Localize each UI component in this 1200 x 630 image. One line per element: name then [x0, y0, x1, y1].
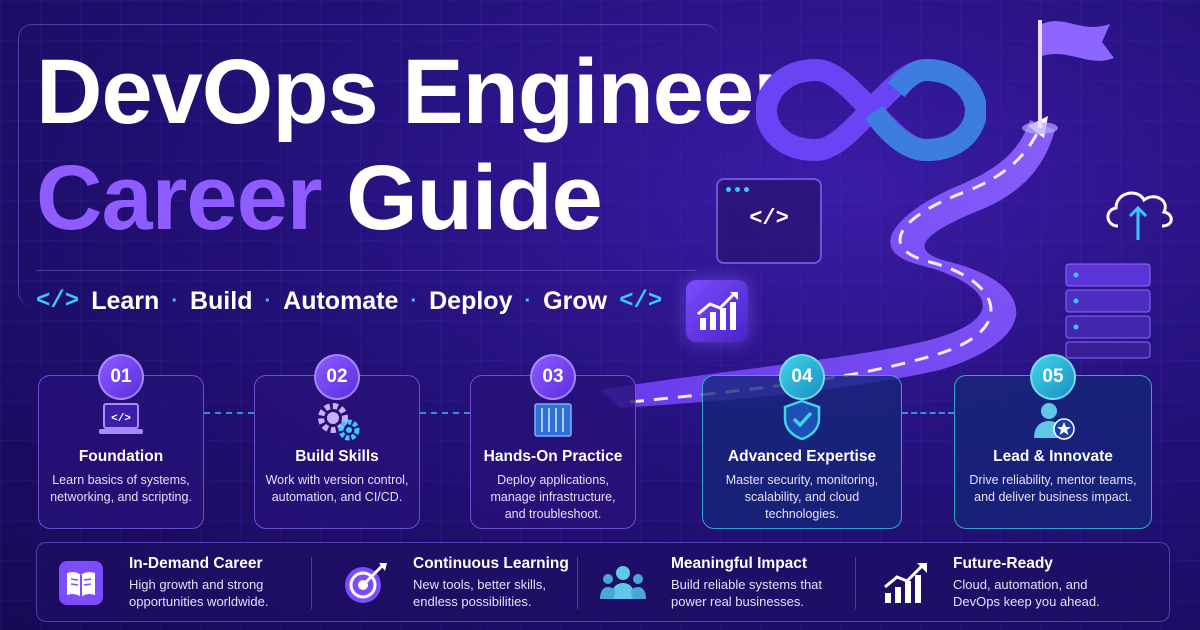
- svg-text:</>: </>: [111, 413, 131, 425]
- step-title: Foundation: [78, 448, 164, 465]
- step-connector: [420, 412, 470, 414]
- server-rack-icon: [1065, 263, 1151, 359]
- benefit-title: Continuous Learning: [413, 555, 569, 572]
- step-card-hands-on-practice: 03 Hands-On Practice Deploy applications…: [470, 354, 636, 529]
- tagline-item: Learn: [91, 286, 160, 315]
- step-title: Lead & Innovate: [993, 448, 1113, 465]
- tagline-separator: ·: [264, 289, 272, 312]
- cloud-upload-icon: [1106, 191, 1173, 240]
- benefits-banner: In-Demand Career High growth and strong …: [36, 542, 1170, 622]
- benefit-title: In-Demand Career: [129, 555, 263, 572]
- benefit-description: High growth and strong opportunities wor…: [129, 577, 269, 609]
- trend-up-icon: [884, 563, 927, 603]
- benefit-divider: [855, 557, 856, 609]
- tagline: </> Learn · Build · Automate · Deploy · …: [36, 284, 662, 318]
- tagline-separator: ·: [524, 289, 532, 312]
- step-connector: [204, 412, 254, 414]
- benefit-meaningful-impact: Meaningful Impact Build reliable systems…: [599, 543, 879, 623]
- growth-chart-icon: [686, 280, 748, 342]
- benefit-in-demand-career: In-Demand Career High growth and strong …: [57, 543, 317, 623]
- step-number-badge: 02: [314, 354, 360, 400]
- step-description: Work with version control, automation, a…: [265, 473, 409, 504]
- page-title-line1: DevOps Engineer: [36, 41, 789, 143]
- step-title: Build Skills: [295, 448, 379, 465]
- step-number-badge: 01: [98, 354, 144, 400]
- tagline-item: Grow: [543, 286, 608, 315]
- title-divider: [36, 270, 696, 271]
- step-card-foundation: 01 </> Foundation Learn basics of system…: [38, 354, 204, 529]
- page-title-line2: Career Guide: [36, 146, 603, 251]
- benefit-title: Meaningful Impact: [671, 555, 808, 572]
- window-dots: [726, 187, 749, 192]
- step-card-lead-and-innovate: 05 Lead & Innovate Drive reliability, me…: [954, 354, 1152, 529]
- benefit-title: Future-Ready: [953, 555, 1053, 572]
- tagline-item: Deploy: [429, 286, 513, 315]
- benefit-description: New tools, better skills, endless possib…: [413, 577, 546, 609]
- shield-check-icon: [783, 399, 821, 441]
- step-description: Master security, monitoring, scalability…: [725, 473, 879, 521]
- infinity-icon: [756, 58, 986, 162]
- step-card-advanced-expertise: 04 Advanced Expertise Master security, m…: [702, 354, 902, 529]
- tagline-item: Automate: [283, 286, 399, 315]
- code-glyph: </>: [749, 206, 789, 231]
- benefit-divider: [577, 557, 578, 609]
- container-icon: [534, 403, 572, 437]
- flag-icon: [1022, 20, 1114, 134]
- laptop-code-icon: </>: [99, 403, 143, 434]
- benefit-divider: [311, 557, 312, 609]
- tagline-separator: ·: [171, 289, 178, 312]
- step-number-badge: 04: [779, 354, 825, 400]
- benefit-future-ready: Future-Ready Cloud, automation, and DevO…: [881, 543, 1161, 623]
- code-window-icon: </>: [716, 178, 822, 264]
- step-description: Learn basics of systems, networking, and…: [50, 473, 192, 504]
- benefit-description: Build reliable systems that power real b…: [671, 577, 823, 609]
- leader-star-icon: [1034, 403, 1075, 440]
- tagline-item: Build: [189, 286, 253, 315]
- step-number-badge: 03: [530, 354, 576, 400]
- title-rest-word: Guide: [346, 147, 603, 249]
- step-description: Deploy applications, manage infrastructu…: [490, 473, 616, 521]
- step-description: Drive reliability, mentor teams, and del…: [969, 473, 1137, 504]
- step-card-build-skills: 02 Build Skills Work with version contro…: [254, 354, 420, 529]
- step-number-badge: 05: [1030, 354, 1076, 400]
- title-frame: [18, 24, 718, 306]
- benefit-continuous-learning: Continuous Learning New tools, better sk…: [341, 543, 601, 623]
- book-icon: [59, 561, 103, 605]
- code-bracket-icon: </>: [36, 287, 80, 315]
- title-accent-word: Career: [36, 147, 323, 249]
- step-connector: [902, 412, 954, 414]
- code-bracket-icon: </>: [619, 287, 663, 315]
- step-title: Hands-On Practice: [483, 448, 623, 465]
- gears-icon: [318, 403, 360, 441]
- step-title: Advanced Expertise: [727, 448, 877, 465]
- tagline-separator: ·: [410, 289, 418, 312]
- benefit-description: Cloud, automation, and DevOps keep you a…: [953, 577, 1100, 609]
- team-icon: [600, 566, 646, 599]
- target-icon: [345, 563, 387, 603]
